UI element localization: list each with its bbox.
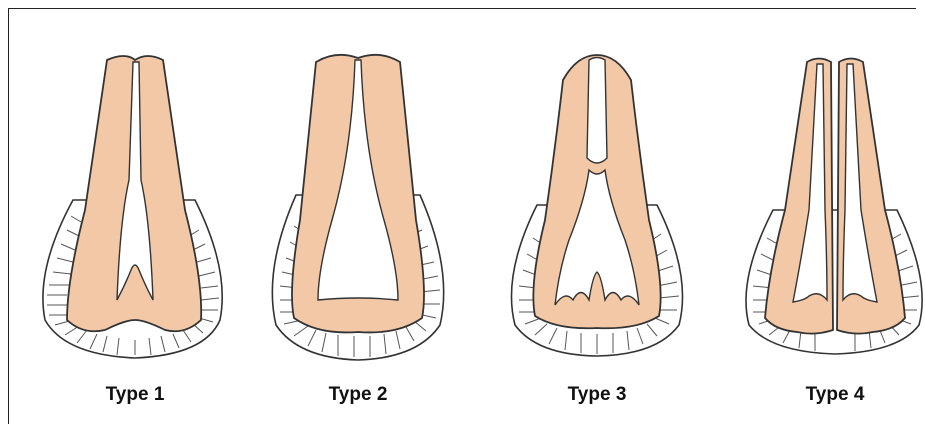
tooth-type-4 [735, 0, 925, 425]
type-label: Type 1 [35, 384, 235, 406]
type-label: Type 2 [258, 384, 458, 406]
type-label: Type 4 [735, 384, 925, 406]
tooth-panel-type-3: Type 3 [497, 0, 697, 425]
tooth-type-1 [35, 0, 235, 425]
tooth-type-3 [497, 0, 697, 425]
tooth-type-2 [258, 0, 458, 425]
tooth-panel-type-4: Type 4 [735, 0, 925, 425]
tooth-panel-type-1: Type 1 [35, 0, 235, 425]
pulp-horn [587, 58, 607, 164]
type-label: Type 3 [497, 384, 697, 406]
tooth-panel-type-2: Type 2 [258, 0, 458, 425]
